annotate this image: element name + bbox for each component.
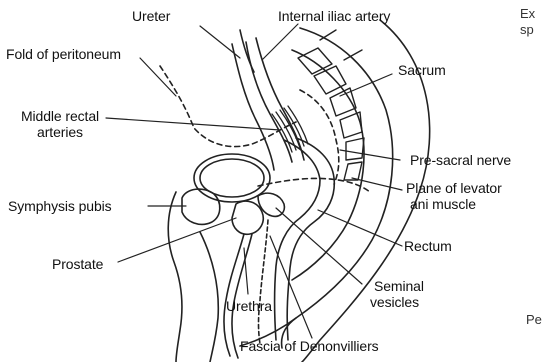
sacral-vertebrae bbox=[298, 30, 364, 180]
label-pre-sacral-nerve: Pre-sacral nerve bbox=[410, 152, 511, 168]
label-middle-rectal-line2: arteries bbox=[8, 124, 112, 140]
peritoneal-fold-dashed bbox=[160, 66, 296, 147]
label-internal-iliac-artery: Internal iliac artery bbox=[278, 8, 390, 24]
label-middle-rectal-line1: Middle rectal bbox=[8, 108, 112, 124]
leader-fold-peritoneum bbox=[140, 58, 176, 96]
leader-internal-iliac bbox=[262, 24, 298, 60]
label-sacrum: Sacrum bbox=[398, 62, 446, 78]
edge-text-top-right-2: sp bbox=[520, 22, 534, 37]
label-plane-line2: ani muscle bbox=[406, 196, 502, 212]
label-seminal-vesicles: Seminal vesicles bbox=[370, 278, 424, 310]
fascia-of-denonvilliers bbox=[259, 220, 269, 344]
label-seminal-line1: Seminal bbox=[370, 278, 424, 294]
leader-ureter bbox=[200, 26, 240, 58]
anterior-body-contour bbox=[168, 192, 182, 362]
label-fold-of-peritoneum: Fold of peritoneum bbox=[6, 46, 121, 62]
label-prostate: Prostate bbox=[52, 256, 103, 272]
edge-text-top-right-1: Ex bbox=[520, 6, 535, 21]
label-seminal-line2: vesicles bbox=[370, 294, 424, 310]
ureter-path bbox=[232, 44, 274, 170]
edge-text-bottom-right: Pe bbox=[526, 312, 542, 327]
leader-rectum bbox=[318, 210, 402, 246]
label-ureter: Ureter bbox=[132, 8, 170, 24]
scrotum-contour bbox=[200, 232, 218, 362]
leader-middle-rectal bbox=[106, 118, 280, 130]
label-middle-rectal-arteries: Middle rectal arteries bbox=[8, 108, 112, 140]
label-rectum: Rectum bbox=[404, 238, 452, 254]
label-fascia-of-denonvilliers: Fascia of Denonvilliers bbox=[240, 338, 379, 354]
label-symphysis-pubis: Symphysis pubis bbox=[8, 198, 112, 214]
leader-prostate bbox=[118, 218, 236, 262]
sacrum-inner-contour bbox=[292, 50, 364, 280]
label-plane-of-levator: Plane of levator ani muscle bbox=[406, 180, 502, 212]
symphysis-pubis bbox=[182, 189, 220, 224]
leader-sacrum bbox=[340, 74, 392, 96]
leader-pre-sacral bbox=[340, 150, 400, 160]
label-urethra: Urethra bbox=[226, 298, 272, 314]
prostate bbox=[232, 201, 263, 234]
label-plane-line1: Plane of levator bbox=[406, 180, 502, 196]
